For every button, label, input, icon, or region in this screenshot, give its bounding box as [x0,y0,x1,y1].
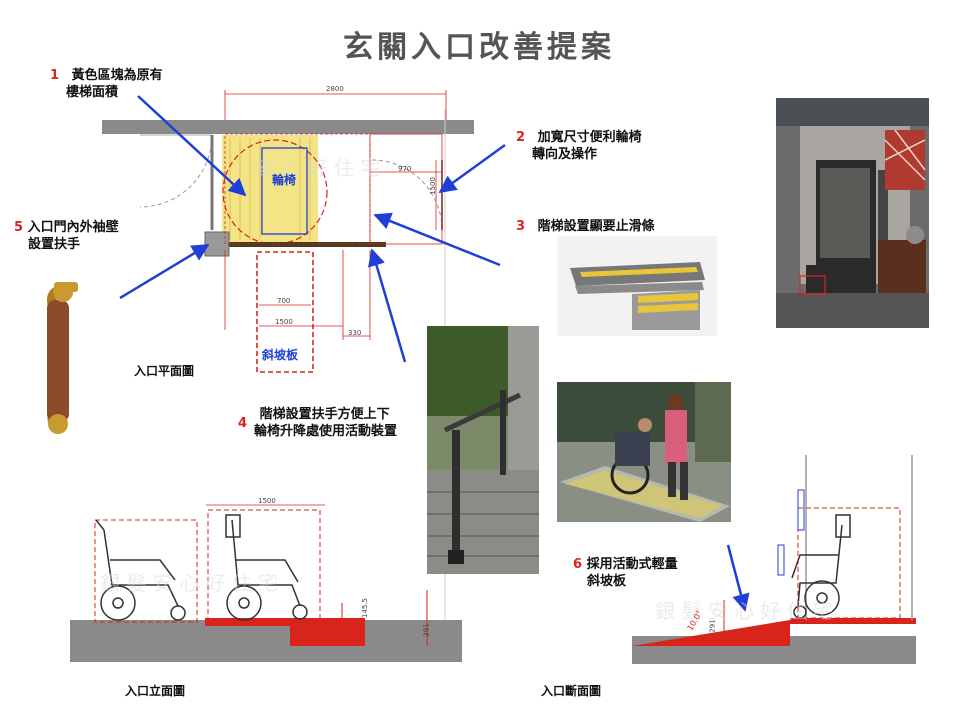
note-5-number: 5 [14,220,24,235]
dim-ramp-width: 700 [277,297,291,305]
entrance-photo [776,98,929,328]
note-1-line1: 黃色區塊為原有 [71,68,163,83]
arrow-note-1 [137,95,247,197]
note-5-line2: 設置扶手 [28,237,81,252]
elevation-wheelchair-1 [95,519,186,621]
svg-text:銀 髮 安 心 好 住 宅: 銀 髮 安 心 好 住 宅 [100,571,278,595]
page-title: 玄關入口改善提案 [343,30,615,65]
watermarks: 安 心 好 住 宅 銀 髮 安 心 好 住 宅 銀 髮 安 心 好 住 宅 [100,156,833,623]
door-swing-left [139,134,213,208]
note-6-line1: 採用活動式輕量 [586,557,678,572]
elevation-wheelchair-2 [225,514,308,621]
note-4-line2: 輪椅升降處使用活動裝置 [254,424,398,439]
section-view [632,455,916,664]
note-6-line2: 斜坡板 [587,574,627,589]
arrow-note-2 [438,143,506,194]
dim-right-width: 970 [398,165,412,173]
note-3-number: 3 [516,219,526,234]
note-2: 2 加寬尺寸便利輪椅 轉向及操作 [516,129,642,163]
section-caption: 入口斷面圖 [541,684,602,698]
dim-elev-height: 291 [422,623,431,637]
wheelchair-label: 輪椅 [272,173,297,187]
note-2-number: 2 [516,130,526,145]
note-3: 3 階梯設置顯要止滑條 [516,218,655,235]
note-1: 1 黃色區塊為原有 樓梯面積 [50,67,163,101]
handrail-photo [47,282,78,434]
ramp-box [256,251,314,373]
note-4-number: 4 [238,416,248,431]
dim-right-height: 1500 [428,177,437,195]
plan-top-wall [102,120,474,134]
note-4-line1: 階梯設置扶手方便上下 [259,407,390,422]
note-3-line1: 階梯設置顯要止滑條 [537,219,655,234]
anti-slip-photo [557,236,717,336]
elevation-caption: 入口立面圖 [125,684,186,698]
note-5: 5 入口門內外袖壁 設置扶手 [14,219,119,253]
section-wheelchair [791,514,851,619]
dim-side: 330 [348,329,362,337]
note-2-line2: 轉向及操作 [532,147,598,162]
section-ramp [632,620,790,646]
arrow-note-6 [726,544,750,612]
wheelchair-box [261,147,308,235]
note-5-line1: 入口門內外袖壁 [27,220,119,235]
svg-text:銀 髮 安 心 好 住 宅: 銀 髮 安 心 好 住 宅 [655,599,833,623]
dim-elev-step: 145.5 [361,597,370,619]
note-6-number: 6 [573,557,583,572]
pointer-arrows [119,95,750,612]
note-1-line2: 樓梯面積 [66,85,119,100]
note-1-number: 1 [50,68,60,83]
arrow-note-3 [373,212,501,267]
arrow-note-4 [368,248,407,363]
elevation-ground [70,620,462,662]
dim-ramp-length: 1500 [275,318,293,326]
dim-sect-height: 291 [708,619,717,633]
plan-caption: 入口平面圖 [134,364,195,378]
stair-handrail-photo [427,326,539,574]
note-2-line1: 加寬尺寸便利輪椅 [537,130,642,145]
note-6: 6 採用活動式輕量 斜坡板 [573,556,678,590]
ramp-photo [557,382,731,522]
arrow-note-5 [119,243,210,300]
elevation-view [70,110,462,662]
svg-text:安 心 好 住 宅: 安 心 好 住 宅 [255,156,380,180]
threshold [212,242,386,247]
dim-elev-width: 1500 [258,497,276,505]
dim-top: 2800 [326,85,344,93]
ramp-label: 斜坡板 [262,348,299,362]
original-stair-area [222,135,318,243]
note-4: 4 階梯設置扶手方便上下 輪椅升降處使用活動裝置 [238,406,397,440]
